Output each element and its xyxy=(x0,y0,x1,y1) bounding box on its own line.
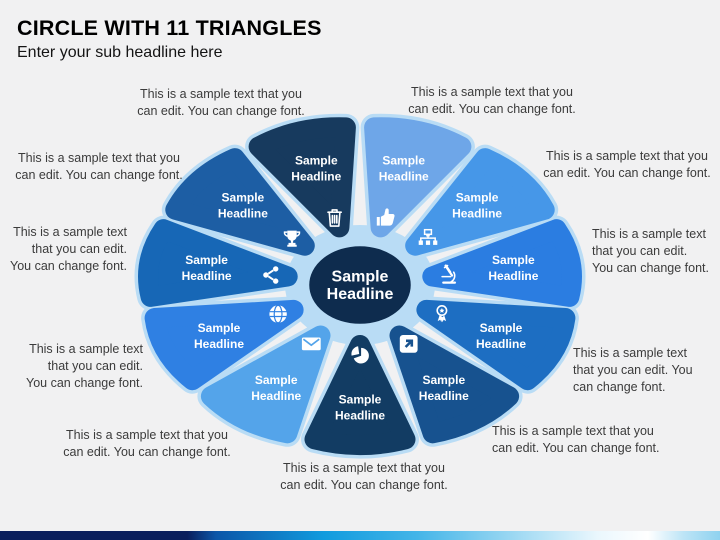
segment-award-ribbon[interactable] xyxy=(416,299,576,391)
segment-microscope[interactable] xyxy=(422,219,582,307)
caption-line: that you can edit. xyxy=(592,244,688,258)
caption-left: This is a sample text that you can edit. Y… xyxy=(0,224,127,275)
segment-trash[interactable] xyxy=(248,117,356,238)
globe-icon xyxy=(269,304,287,324)
caption-line: can edit. You can change font. xyxy=(492,441,660,455)
microscope-icon xyxy=(441,264,457,284)
caption-line: This is a sample text that you xyxy=(492,424,654,438)
caption-bottom-left: This is a sample text that you can edit. … xyxy=(52,427,242,461)
caption-line: This is a sample text xyxy=(29,342,143,356)
caption-top-left: This is a sample text that you can edit. … xyxy=(126,86,316,120)
caption-right: This is a sample text that you can edit. Y… xyxy=(592,226,720,277)
caption-line: that you can edit. xyxy=(31,242,127,256)
caption-bottom: This is a sample text that you can edit. … xyxy=(269,460,459,494)
segment-org-chart[interactable] xyxy=(405,148,555,256)
award-ribbon-icon xyxy=(436,305,448,323)
caption-line: This is a sample text xyxy=(573,346,687,360)
caption-line: This is a sample text that you xyxy=(411,85,573,99)
center-ellipse[interactable] xyxy=(304,241,416,329)
segment-thumbs-up[interactable] xyxy=(364,117,472,238)
caption-line: that you can edit. xyxy=(47,359,143,373)
segment-arrow-up-right[interactable] xyxy=(389,325,520,444)
segment-globe[interactable] xyxy=(144,299,304,391)
org-chart-icon xyxy=(418,228,438,245)
trash-icon xyxy=(327,209,343,227)
segment-pie-chart[interactable] xyxy=(304,335,416,456)
caption-line: You can change font. xyxy=(10,259,127,273)
thumbs-up-icon xyxy=(376,208,395,226)
caption-line: This is a sample text that you xyxy=(546,149,708,163)
slide-subtitle: Enter your sub headline here xyxy=(17,44,223,61)
segment-trophy[interactable] xyxy=(165,148,315,256)
caption-line: This is a sample text that you xyxy=(140,87,302,101)
segment-share[interactable] xyxy=(138,219,298,307)
caption-top-right: This is a sample text that you can edit. … xyxy=(397,84,587,118)
caption-line: can edit. You can change font. xyxy=(63,445,231,459)
caption-line: This is a sample text that you xyxy=(283,461,445,475)
caption-line: This is a sample text xyxy=(592,227,706,241)
caption-line: This is a sample text xyxy=(13,225,127,239)
arrow-up-right-icon xyxy=(399,335,418,353)
caption-line: This is a sample text that you xyxy=(18,151,180,165)
share-icon xyxy=(263,266,279,284)
caption-line: can edit. You can change font. xyxy=(15,168,183,182)
caption-line: can change font. xyxy=(573,380,666,394)
caption-left-upper: This is a sample text that you can edit. … xyxy=(4,150,194,184)
caption-right-lower: This is a sample text that you can edit. … xyxy=(573,345,703,396)
pie-chart-icon xyxy=(351,346,369,364)
slide-title: CIRCLE WITH 11 TRIANGLES xyxy=(17,16,322,40)
caption-line: can edit. You can change font. xyxy=(280,478,448,492)
caption-line: This is a sample text that you xyxy=(66,428,228,442)
envelope-icon xyxy=(301,337,321,351)
caption-line: can edit. You can change font. xyxy=(408,102,576,116)
caption-line: You can change font. xyxy=(592,261,709,275)
caption-line: can edit. You can change font. xyxy=(543,166,711,180)
caption-right-upper: This is a sample text that you can edit. … xyxy=(532,148,720,182)
trophy-icon xyxy=(283,230,301,247)
footer-accent-bar xyxy=(0,531,720,540)
caption-line: You can change font. xyxy=(26,376,143,390)
caption-left-lower: This is a sample text that you can edit. Y… xyxy=(13,341,143,392)
caption-bottom-right: This is a sample text that you can edit. … xyxy=(492,423,682,457)
segment-envelope[interactable] xyxy=(200,325,331,444)
caption-line: can edit. You can change font. xyxy=(137,104,305,118)
caption-line: that you can edit. You xyxy=(573,363,693,377)
